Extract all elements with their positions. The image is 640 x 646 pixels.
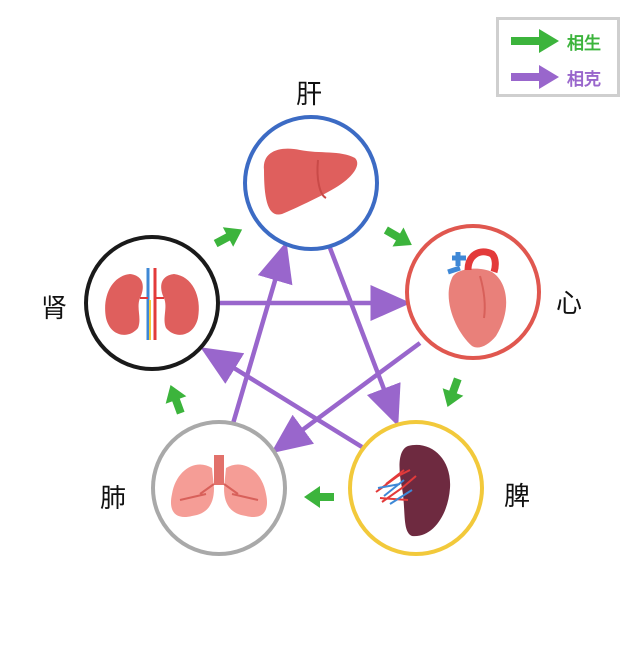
kidney-node: [84, 235, 220, 371]
spleen-node: [348, 420, 484, 556]
lung-icon: [170, 455, 268, 518]
liver-node: [243, 115, 379, 251]
arrow-spleen-to-kidney: [200, 347, 364, 449]
liver-label: 肝: [296, 80, 323, 110]
heart-node: [405, 224, 541, 360]
arrow-spleen-to-lung: [304, 486, 334, 508]
arrow-kidney-to-liver: [213, 227, 243, 248]
arrow-lung-to-kidney: [165, 384, 187, 415]
restraining-arrows: [200, 241, 422, 454]
arrow-liver-to-heart: [383, 226, 412, 247]
arrow-icon: [511, 65, 559, 89]
kidney-label: 肾: [41, 294, 68, 324]
heart-icon: [447, 248, 507, 348]
lung-label: 肺: [100, 484, 127, 514]
legend: 相生 相克: [496, 17, 620, 97]
arrow-liver-to-spleen: [327, 247, 401, 427]
legend-label-restraining: 相克: [567, 69, 601, 90]
arrow-heart-to-lung: [270, 341, 422, 454]
heart-label: 心: [556, 289, 583, 319]
arrow-lung-to-liver: [229, 241, 293, 428]
generating-arrows: [165, 226, 464, 508]
legend-item-restraining: 相克: [509, 64, 601, 90]
lung-node: [151, 420, 287, 556]
legend-item-generating: 相生: [509, 28, 601, 54]
arrow-heart-to-spleen: [442, 377, 464, 408]
kidney-icon: [105, 268, 199, 340]
arrow-icon: [511, 29, 559, 53]
spleen-label: 脾: [504, 482, 531, 512]
liver-icon: [263, 148, 358, 215]
legend-label-generating: 相生: [567, 33, 601, 54]
spleen-icon: [375, 444, 451, 537]
